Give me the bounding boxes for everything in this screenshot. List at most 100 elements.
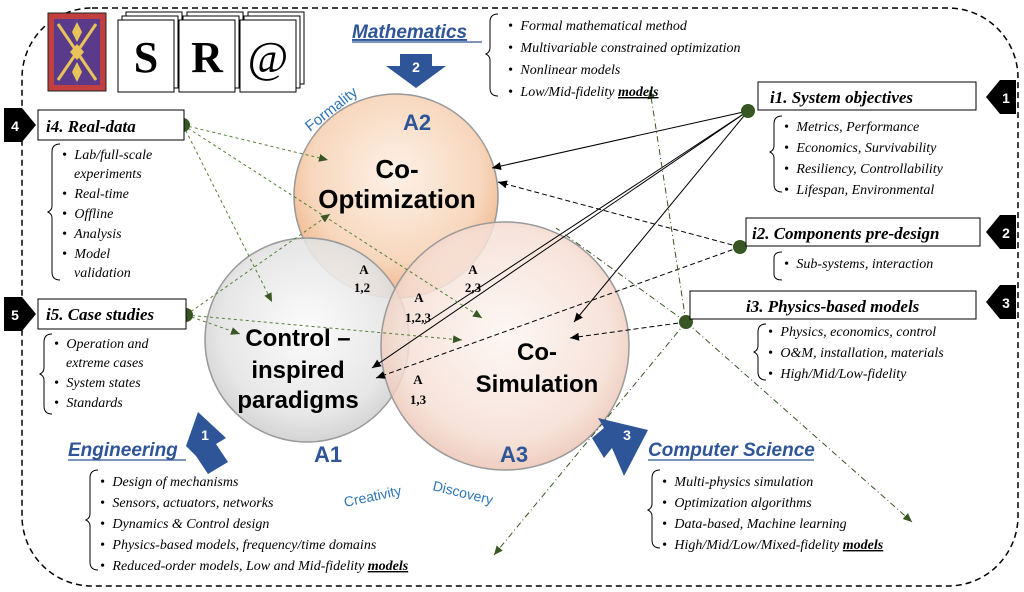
- svg-text:2: 2: [1002, 225, 1010, 241]
- i4-bullet-5-line2: validation: [74, 266, 131, 281]
- a2-title-line1: Co-: [375, 154, 418, 184]
- i2-bullet-1: • Sub-systems, interaction: [784, 257, 933, 272]
- eng-bullet-2: • Sensors, actuators, networks: [100, 496, 274, 511]
- i1-to-a1: [371, 110, 749, 369]
- i2-title: i2. Components pre-design: [752, 224, 940, 243]
- i5-bullet-1-line1: • Operation and: [54, 337, 149, 352]
- i3-badge-arrow: 3: [986, 285, 1016, 319]
- i1-bullet-1: • Metrics, Performance: [784, 120, 919, 135]
- i1-bullet-3: • Resiliency, Controllability: [784, 162, 944, 177]
- logo-letter-at: @: [248, 33, 289, 82]
- cs-bullet-2: • Optimization algorithms: [662, 496, 812, 511]
- i4-bullet-3: • Offline: [62, 207, 113, 222]
- a3-title-line2: Simulation: [476, 371, 599, 398]
- computer-science-block: Computer Science 3 • Multi-physics simul…: [592, 418, 884, 553]
- cs-bullet-1: • Multi-physics simulation: [662, 475, 813, 490]
- mathematics-arrow: 2: [386, 54, 446, 88]
- engineering-title: Engineering: [68, 440, 178, 461]
- i3-block: i3. Physics-based models 3 • Physics, ec…: [689, 285, 1016, 382]
- svg-text:5: 5: [11, 307, 19, 323]
- i5-bullet-2: • System states: [54, 376, 141, 391]
- eng-bullet-5: • Reduced-order models, Low and Mid-fide…: [100, 559, 409, 574]
- logo-tile-s: S: [117, 11, 183, 93]
- outer-frame: [21, 7, 1019, 587]
- i1-connector-dot: [741, 104, 755, 118]
- i5-bullet-3: • Standards: [54, 396, 123, 411]
- eng-bullet-1: • Design of mechanisms: [100, 475, 239, 490]
- i5-title: i5. Case studies: [46, 305, 155, 324]
- math-bullet-3: • Nonlinear models: [508, 63, 621, 78]
- svg-text:3: 3: [1002, 295, 1010, 311]
- i4-block: i4. Real-data 4 • Lab/full-scale experim…: [4, 108, 185, 281]
- i4-to-a2: [182, 124, 329, 162]
- mathematics-badge: 2: [412, 59, 420, 75]
- a1-code: A1: [314, 442, 342, 467]
- logo: S R @: [47, 11, 305, 93]
- math-bullet-4: • Low/Mid-fidelity models: [508, 85, 659, 100]
- intersect-a23-nums: 2,3: [465, 280, 482, 295]
- engineering-badge: 1: [201, 427, 209, 443]
- i5-block: i5. Case studies 5 • Operation and extre…: [4, 297, 187, 415]
- computer-science-title: Computer Science: [648, 440, 815, 461]
- i1-to-a123: [423, 110, 749, 325]
- cs-bullet-3: • Data-based, Machine learning: [662, 517, 847, 532]
- cs-bullet-4: • High/Mid/Low/Mixed-fidelity models: [662, 538, 884, 553]
- mathematics-title: Mathematics: [352, 22, 467, 43]
- logo-tile-r: R: [178, 11, 244, 93]
- i4-badge-arrow: 4: [4, 108, 36, 142]
- intersect-a13-nums: 1,3: [410, 392, 427, 407]
- a1-title-line2: inspired: [251, 357, 344, 384]
- math-bullet-2: • Multivariable constrained optimization: [508, 41, 741, 56]
- i1-to-a3: [573, 110, 749, 323]
- i5-bullet-1-line2: extreme cases: [66, 356, 144, 371]
- i1-to-a2: [491, 110, 749, 170]
- i2-to-a1: [375, 246, 741, 379]
- i1-bullet-4: • Lifespan, Environmental: [784, 183, 934, 198]
- i2-connector-dot: [733, 240, 747, 254]
- intersect-a123-letter: A: [414, 290, 424, 305]
- intersect-a23-letter: A: [468, 262, 478, 277]
- i3-title: i3. Physics-based models: [746, 297, 920, 316]
- i4-bullet-4: • Analysis: [62, 227, 122, 242]
- i3-to-mathematics: [647, 89, 687, 323]
- i3-bullet-2: • O&M, installation, materials: [768, 346, 944, 361]
- i4-bullet-2: • Real-time: [62, 187, 129, 202]
- computer-science-badge: 3: [623, 427, 631, 443]
- engineering-arrow: 1: [186, 412, 228, 474]
- a1-title-line3: paradigms: [237, 387, 358, 414]
- i4-bullet-5-line1: • Model: [62, 247, 110, 262]
- svg-text:1: 1: [1002, 90, 1010, 106]
- connectors: [182, 89, 913, 556]
- i4-to-a3: [182, 124, 483, 319]
- logo-letter-r: R: [191, 33, 224, 82]
- intersect-a12-letter: A: [359, 262, 369, 277]
- i1-title: i1. System objectives: [770, 88, 913, 107]
- computer-science-arrow: 3: [592, 418, 648, 476]
- i5-badge-arrow: 5: [4, 297, 36, 331]
- i2-block: i2. Components pre-design 2 • Sub-system…: [745, 215, 1016, 281]
- i5-to-a3: [185, 314, 463, 344]
- intersect-a123-nums: 1,2,3: [405, 310, 432, 325]
- discovery-label: Discovery: [431, 477, 495, 507]
- i1-block: i1. System objectives 1 • Metrics, Perfo…: [757, 80, 1016, 198]
- svg-text:4: 4: [11, 118, 19, 134]
- engineering-block: Engineering 1 • Design of mechanisms • S…: [68, 412, 409, 574]
- i1-badge-arrow: 1: [986, 80, 1016, 114]
- i3-to-computer-science: [685, 321, 913, 523]
- i1-bullet-2: • Economics, Survivability: [784, 141, 937, 156]
- i5-to-a2: [185, 213, 331, 316]
- i4-bullet-1-line2: experiments: [74, 167, 142, 182]
- eng-bullet-4: • Physics-based models, frequency/time d…: [100, 538, 377, 553]
- logo-tile-at: @: [239, 11, 305, 93]
- logo-letter-s: S: [134, 33, 158, 82]
- i3-bullet-3: • High/Mid/Low-fidelity: [768, 367, 907, 382]
- i3-bullet-1: • Physics, economics, control: [768, 325, 936, 340]
- a2-code: A2: [403, 110, 431, 135]
- a1-title-line1: Control –: [245, 325, 350, 352]
- i3-to-a13: [555, 227, 687, 323]
- i4-title: i4. Real-data: [46, 117, 136, 136]
- i2-to-a2: [497, 180, 741, 248]
- i2-to-a3: [569, 321, 687, 341]
- a3-code: A3: [500, 442, 528, 467]
